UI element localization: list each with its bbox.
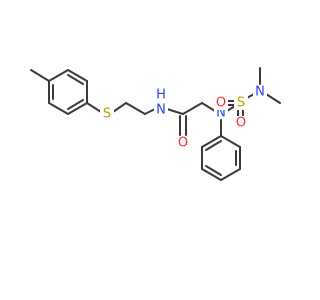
atom-label-o: O [216, 96, 226, 111]
bond-sulfur-chain [112, 102, 127, 113]
atom-label-n: N [156, 103, 166, 118]
atom-label-h: H [156, 88, 166, 103]
atom-label-s: S [237, 96, 245, 111]
atom-label-n: N [216, 106, 226, 121]
bond-phenyl-double [205, 165, 222, 176]
bond-phenyl-double [205, 140, 222, 151]
atom-oxygen-sulfonyl-bottom: O [234, 116, 248, 131]
bond-n-methyl-right [265, 93, 281, 104]
atom-nitrogen-dimethyl: N [253, 85, 267, 100]
bond-n-sulfonyl [226, 105, 236, 112]
bond-ch2-sulfonamide-n [201, 102, 216, 112]
atom-label-layer: S N H O N S O O N [100, 85, 267, 151]
bond-carbonyl-ch2 [182, 102, 203, 115]
bond-methyl-ring [30, 69, 50, 82]
bond-ring-sulfur [86, 102, 102, 113]
bond-tolyl-double [67, 74, 84, 85]
atom-sulfur-thioether: S [100, 107, 114, 122]
atom-label-n: N [255, 85, 265, 100]
bond-tolyl-ring [48, 69, 69, 82]
atom-oxygen-carbonyl: O [176, 136, 190, 151]
bond-chain-amide-n [144, 108, 156, 115]
molecule-structure: S N H O N S O O N [30, 67, 281, 181]
bond-ethyl-chain [125, 102, 146, 115]
bond-phenyl-ring [220, 135, 241, 148]
atom-label-o: O [236, 116, 246, 131]
atom-label-s: S [103, 107, 111, 122]
atom-label-o: O [178, 136, 188, 151]
bond-phenyl-ring [201, 135, 222, 148]
bond-tolyl-double [67, 99, 84, 110]
atom-sulfur-sulfonyl: S [234, 96, 248, 111]
atom-oxygen-sulfonyl-left: O [214, 96, 228, 111]
bond-tolyl-ring [67, 102, 88, 115]
bond-tolyl-ring [67, 69, 88, 82]
bond-sulfonyl-dimethyl-n [246, 93, 255, 99]
bond-phenyl-ring [220, 168, 241, 181]
atom-nitrogen-amide: N H [154, 88, 168, 118]
bond-phenyl-ring [201, 168, 222, 181]
bond-amide-n-carbonyl [166, 108, 184, 115]
bond-tolyl-ring [48, 102, 69, 115]
